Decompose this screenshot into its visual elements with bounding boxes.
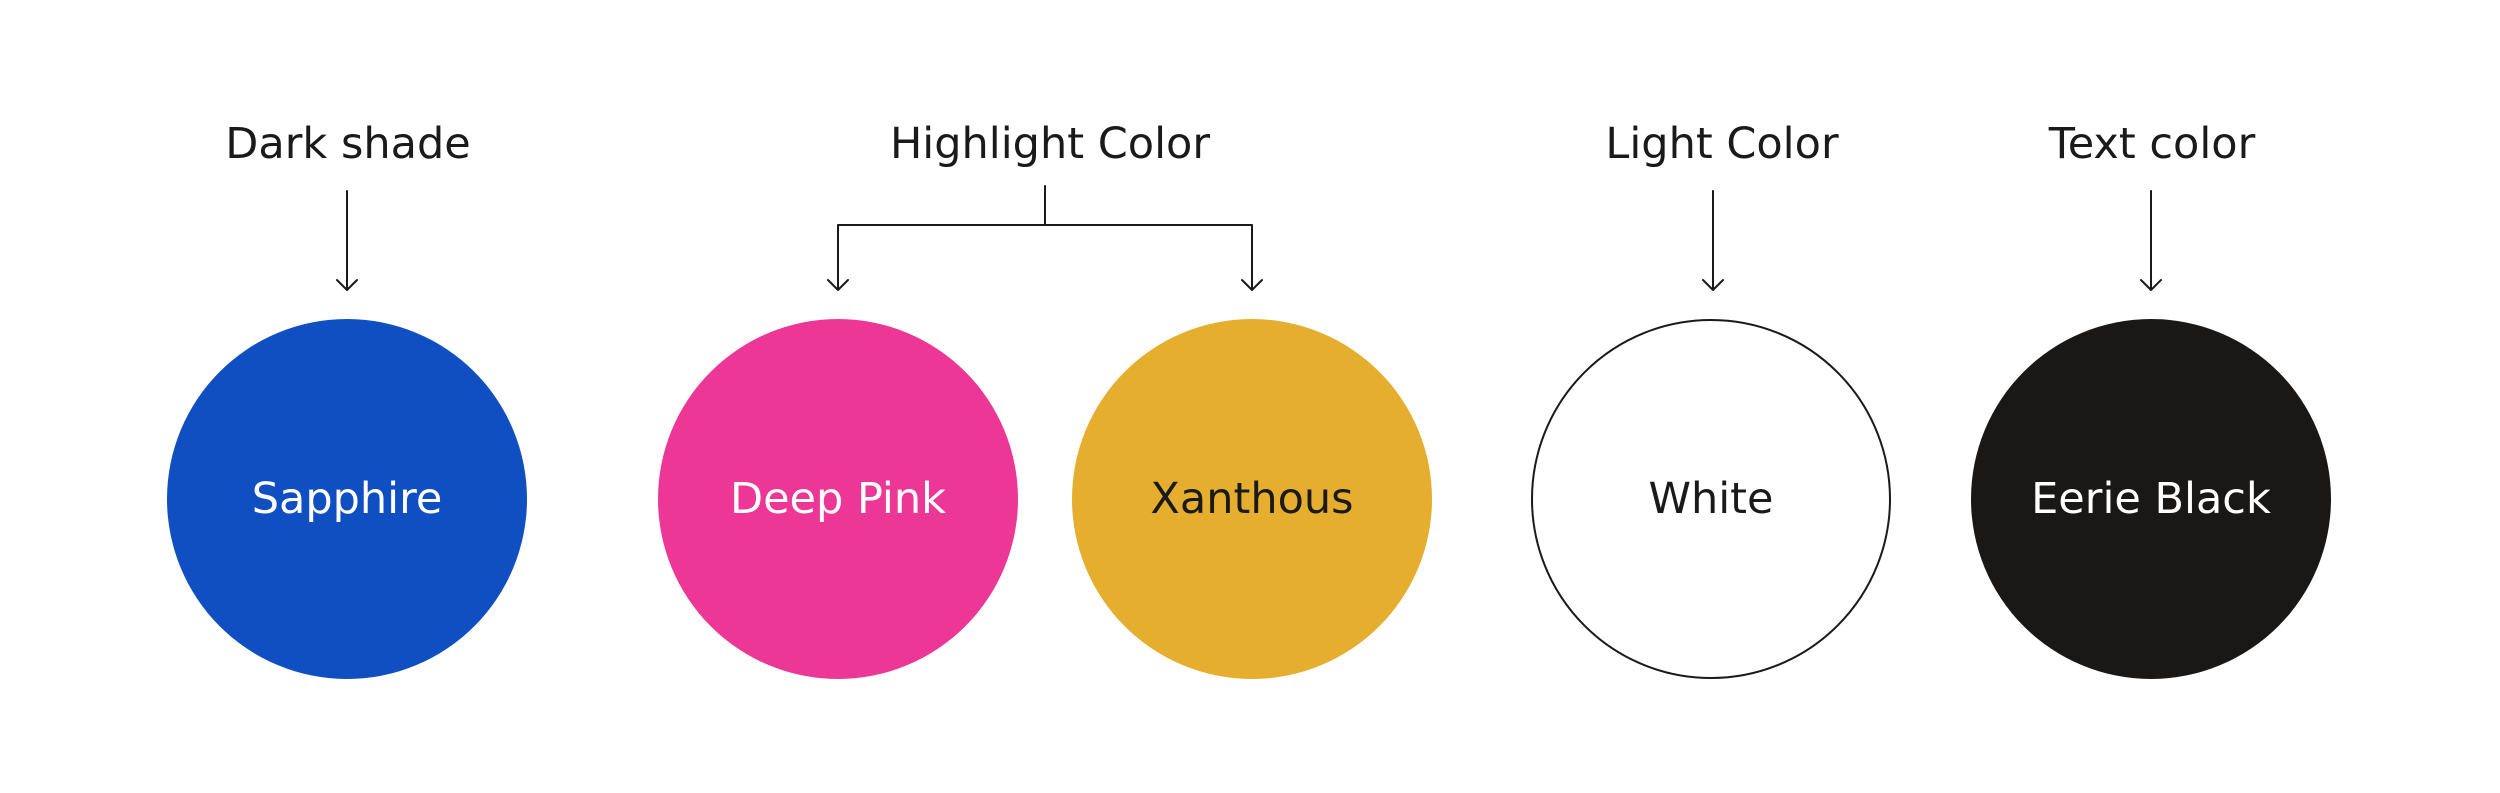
swatch-label: Sapphire (251, 474, 443, 524)
label-dark-shade: Dark shade (225, 119, 471, 169)
swatch-eerie-black: Eerie Black (1971, 319, 2331, 679)
bracket-highlight-color (827, 185, 1263, 291)
swatch-sapphire: Sapphire (167, 319, 527, 679)
swatch-deep-pink: Deep Pink (658, 319, 1018, 679)
swatch-label: Eerie Black (2031, 474, 2271, 524)
swatch-label: Deep Pink (729, 474, 947, 524)
label-highlight-color: Highlight Color (889, 119, 1211, 169)
arrow-dark-shade (336, 190, 358, 291)
swatch-label: White (1648, 474, 1774, 524)
swatch-xanthous: Xanthous (1072, 319, 1432, 679)
label-text-color: Text color (2048, 119, 2256, 169)
swatch-white: White (1531, 319, 1891, 679)
label-light-color: Light Color (1605, 119, 1839, 169)
arrow-light-color (1702, 190, 1724, 291)
arrow-text-color (2140, 190, 2162, 291)
swatch-label: Xanthous (1150, 474, 1354, 524)
